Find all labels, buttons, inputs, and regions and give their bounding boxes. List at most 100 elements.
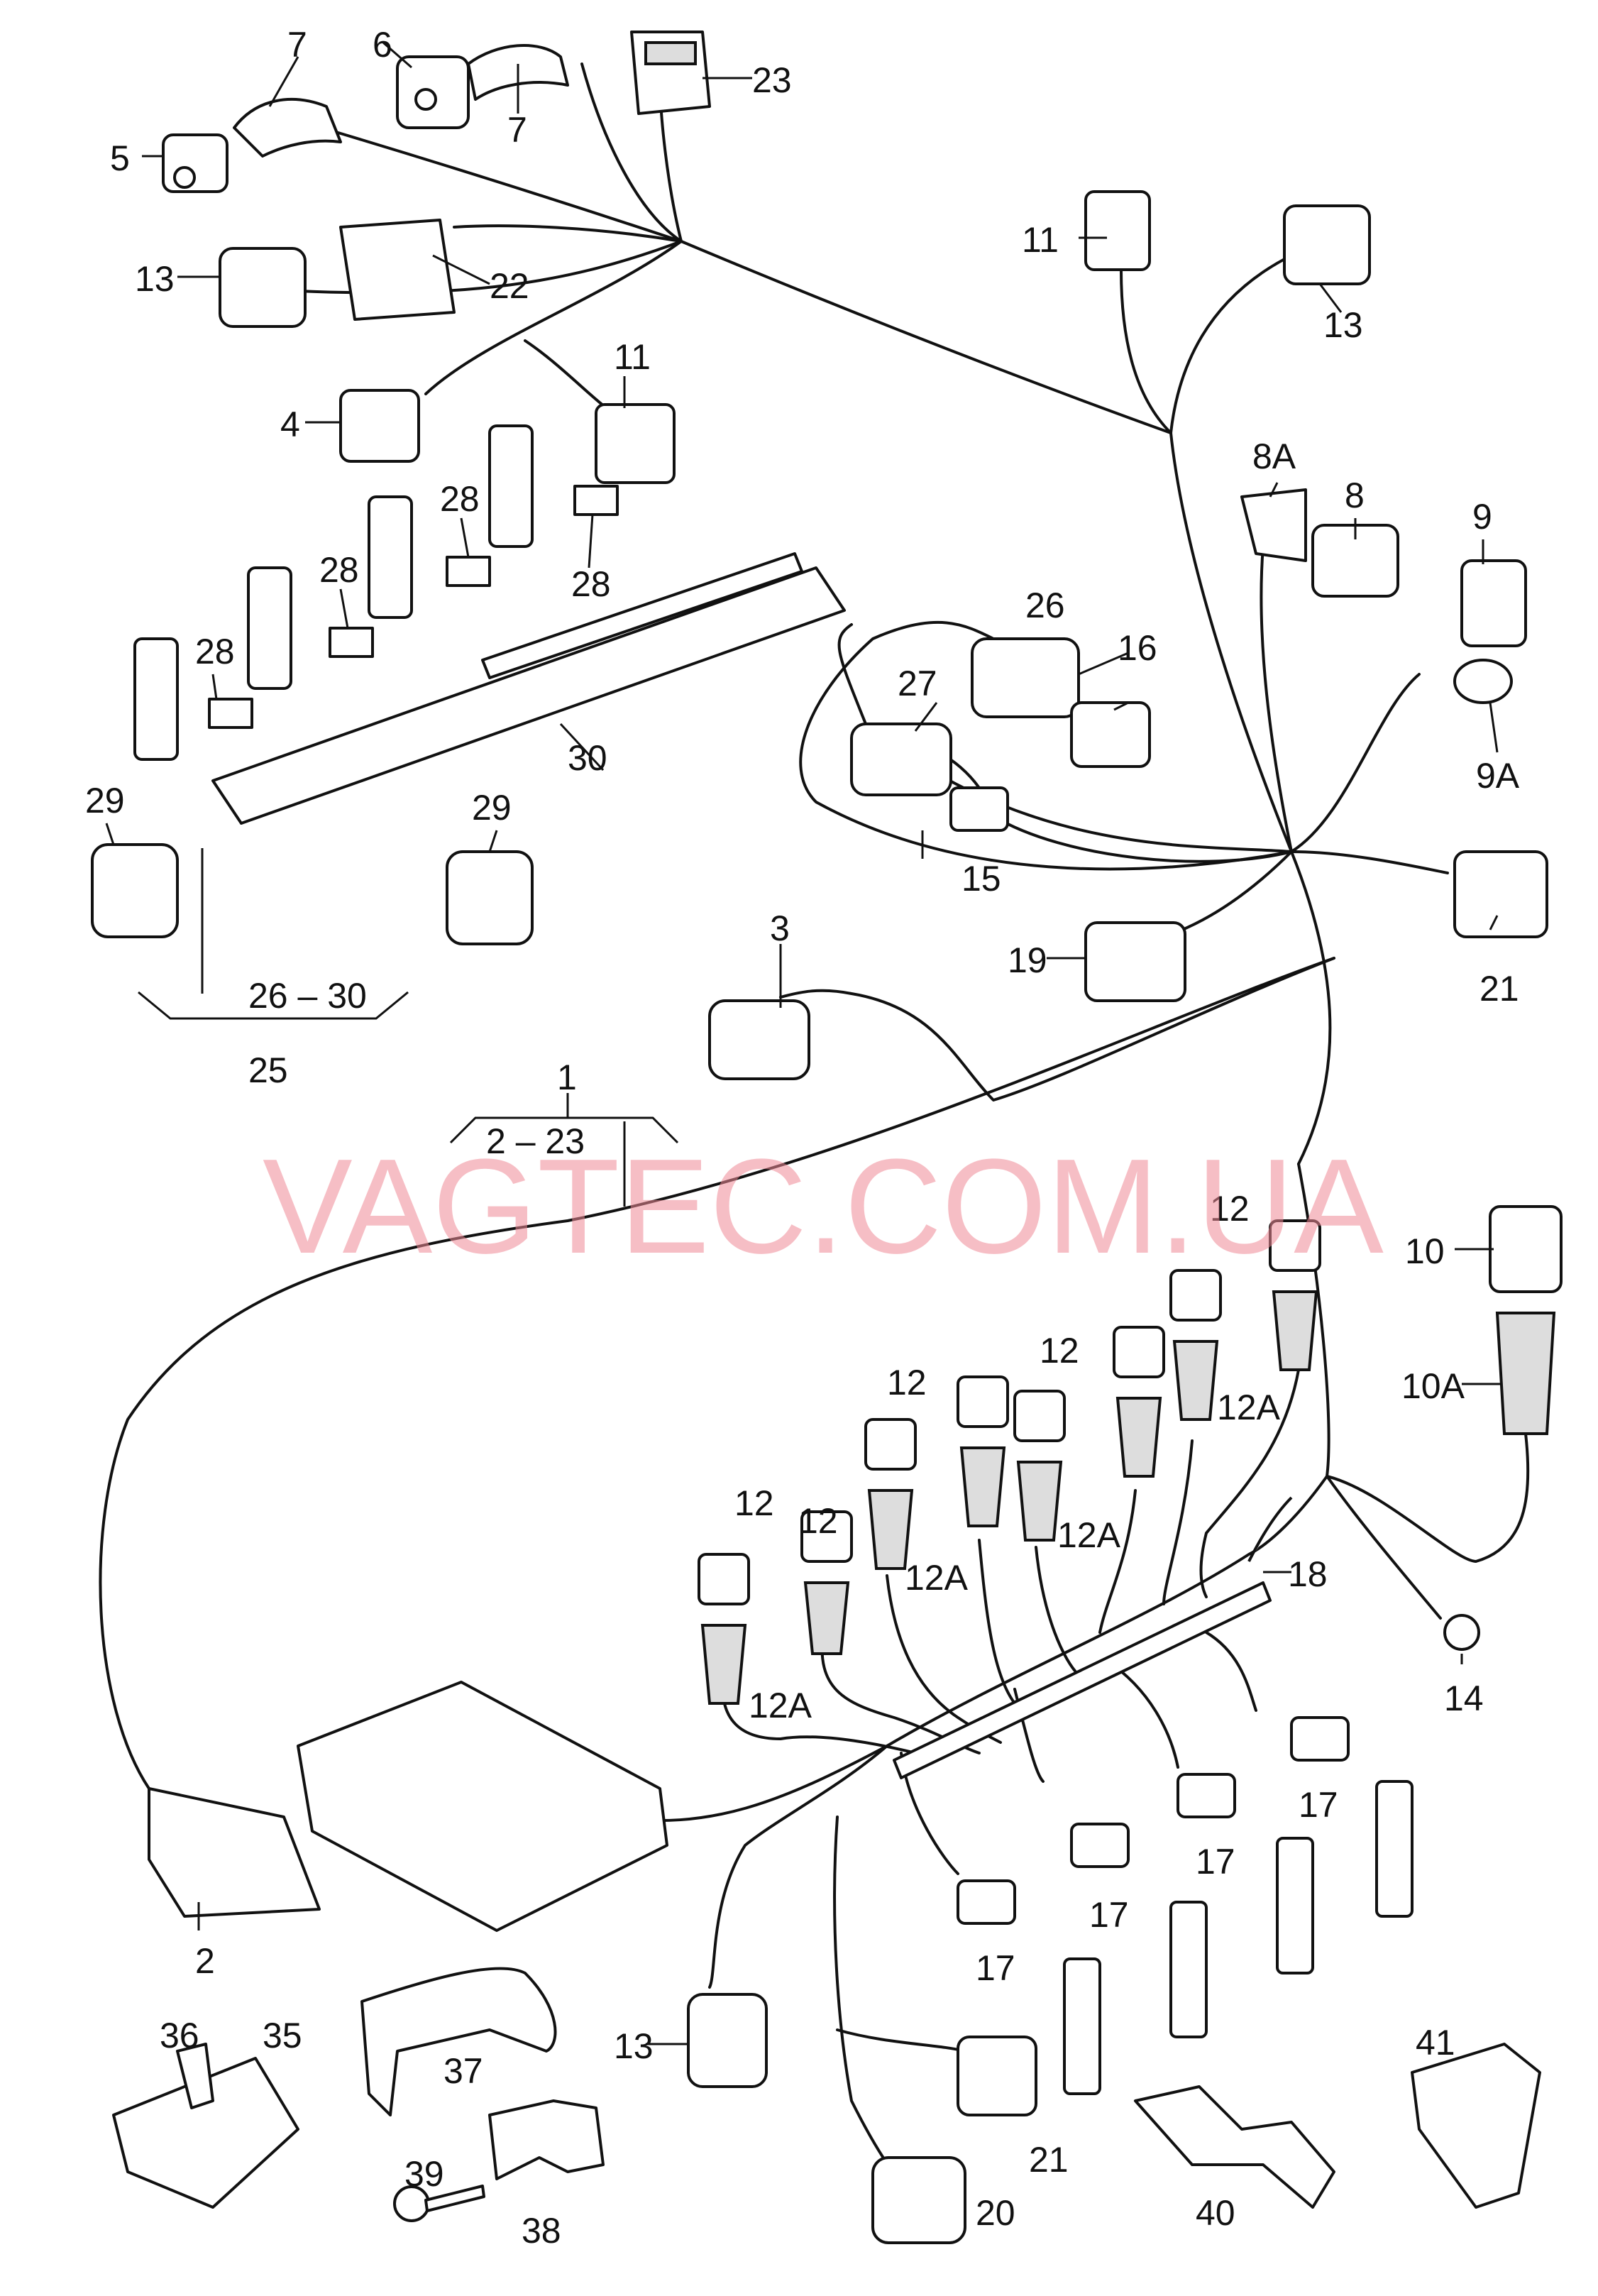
ecu-connector-2-icon bbox=[148, 1787, 321, 1918]
callout-29b: 29 bbox=[472, 788, 512, 828]
callout-28c: 28 bbox=[319, 550, 359, 590]
connector-13-icon bbox=[219, 247, 307, 328]
injectors-icon bbox=[133, 424, 534, 761]
callout-11: 11 bbox=[614, 337, 651, 377]
callout-13c: 13 bbox=[614, 2026, 654, 2066]
connector-29b-icon bbox=[446, 850, 534, 945]
connector-11-right-icon bbox=[1084, 190, 1151, 271]
callout-40: 40 bbox=[1196, 2193, 1235, 2233]
plug-28-icon bbox=[208, 698, 253, 729]
callout-10a: 10A bbox=[1401, 1366, 1465, 1406]
callout-12ac: 12A bbox=[905, 1558, 969, 1598]
callout-18: 18 bbox=[1288, 1554, 1328, 1594]
callout-12c: 12 bbox=[887, 1363, 927, 1402]
callout-9a: 9A bbox=[1476, 756, 1520, 796]
connector-15-icon bbox=[949, 786, 1009, 832]
callout-17a: 17 bbox=[1299, 1785, 1338, 1825]
callout-27: 27 bbox=[898, 664, 937, 703]
callout-25: 25 bbox=[248, 1050, 288, 1090]
connector-10-icon bbox=[1489, 1205, 1563, 1293]
connector-22-icon bbox=[339, 219, 456, 321]
callout-28b: 28 bbox=[571, 564, 611, 604]
connector-16-icon bbox=[1070, 701, 1151, 768]
callout-13: 13 bbox=[135, 259, 175, 299]
callout-12ad: 12A bbox=[749, 1686, 812, 1725]
callout-41: 41 bbox=[1416, 2023, 1455, 2062]
connector-4-icon bbox=[339, 389, 420, 463]
connectors-17-icon bbox=[957, 1716, 1350, 1925]
callout-12ab: 12A bbox=[1057, 1515, 1121, 1555]
callout-13b: 13 bbox=[1323, 305, 1363, 345]
connector-11-icon bbox=[595, 403, 676, 484]
callout-12d: 12 bbox=[734, 1483, 774, 1523]
callout-7: 7 bbox=[287, 25, 307, 65]
callout-15: 15 bbox=[961, 859, 1001, 899]
callout-12b: 12 bbox=[1040, 1331, 1079, 1371]
group-brackets bbox=[138, 848, 679, 1207]
grommet-10a-icon bbox=[1495, 1312, 1556, 1435]
callout-19: 19 bbox=[1008, 940, 1047, 980]
callout-23: 23 bbox=[752, 60, 792, 100]
connector-27-icon bbox=[850, 723, 952, 796]
bracket-40-icon bbox=[1134, 2085, 1335, 2209]
callout-26: 26 bbox=[1025, 586, 1065, 625]
watermark: VAGTEC.COM.UA bbox=[263, 1131, 1384, 1282]
callout-1: 1 bbox=[557, 1058, 577, 1097]
connector-21-bottom-icon bbox=[957, 2036, 1037, 2116]
parts bbox=[91, 31, 1563, 2244]
callout-17d: 17 bbox=[976, 1948, 1015, 1988]
callout-28a: 28 bbox=[440, 479, 480, 519]
callout-7b: 7 bbox=[507, 110, 527, 150]
callout-14: 14 bbox=[1444, 1679, 1484, 1718]
boot-9a-icon bbox=[1453, 659, 1513, 704]
bracket-38-icon bbox=[488, 2099, 605, 2180]
harness-loom bbox=[211, 552, 1293, 1779]
connector-19-icon bbox=[1084, 921, 1186, 1002]
connector-26-icon bbox=[971, 637, 1080, 718]
callout-5: 5 bbox=[110, 138, 130, 178]
boot-8a-icon bbox=[1240, 488, 1307, 562]
callout-20: 20 bbox=[976, 2193, 1015, 2233]
callout-2-23: 2 – 23 bbox=[486, 1121, 585, 1161]
connector-13-bottom-icon bbox=[687, 1993, 768, 2088]
connector-13-right-icon bbox=[1283, 204, 1371, 285]
callout-3: 3 bbox=[770, 908, 790, 948]
callout-labels: 5 7 6 7 23 13 22 11 4 11 13 8A 8 9 9A 28… bbox=[85, 25, 1520, 2251]
elbow-boot-7-icon bbox=[233, 98, 342, 158]
callout-21: 21 bbox=[1479, 969, 1519, 1009]
callout-37: 37 bbox=[443, 2051, 483, 2091]
callout-21b: 21 bbox=[1029, 2140, 1069, 2180]
callout-35: 35 bbox=[263, 2016, 302, 2055]
callout-9: 9 bbox=[1472, 497, 1492, 537]
callout-8: 8 bbox=[1345, 476, 1365, 515]
callout-12a: 12 bbox=[1210, 1189, 1250, 1229]
ecu-icon bbox=[297, 1681, 668, 1932]
connector-5-icon bbox=[162, 133, 228, 193]
bracket-37-icon bbox=[360, 1967, 557, 2116]
connector-20-icon bbox=[871, 2156, 966, 2244]
bolt-36-icon bbox=[176, 2043, 214, 2109]
callout-22: 22 bbox=[490, 266, 529, 306]
callout-17c: 17 bbox=[1089, 1895, 1129, 1935]
connector-21-icon bbox=[1453, 850, 1548, 938]
callout-10: 10 bbox=[1405, 1231, 1445, 1271]
callout-2: 2 bbox=[195, 1941, 215, 1981]
callout-36: 36 bbox=[160, 2016, 199, 2055]
callout-8a: 8A bbox=[1252, 436, 1296, 476]
bracket-41-icon bbox=[1411, 2043, 1541, 2209]
callout-28d: 28 bbox=[195, 632, 235, 671]
callout-16: 16 bbox=[1118, 628, 1157, 668]
callout-17b: 17 bbox=[1196, 1842, 1235, 1882]
connector-3-icon bbox=[708, 999, 810, 1080]
ground-ring-14-icon bbox=[1443, 1614, 1480, 1651]
callout-38: 38 bbox=[522, 2211, 561, 2251]
callout-6: 6 bbox=[373, 25, 392, 65]
bracket-35-icon bbox=[112, 2057, 299, 2209]
callout-12aa: 12A bbox=[1217, 1388, 1281, 1427]
callout-26-30: 26 – 30 bbox=[248, 976, 367, 1016]
callout-39: 39 bbox=[404, 2154, 444, 2194]
leader-lines bbox=[105, 41, 1501, 2045]
callout-4: 4 bbox=[280, 405, 300, 444]
callout-30: 30 bbox=[568, 738, 607, 778]
